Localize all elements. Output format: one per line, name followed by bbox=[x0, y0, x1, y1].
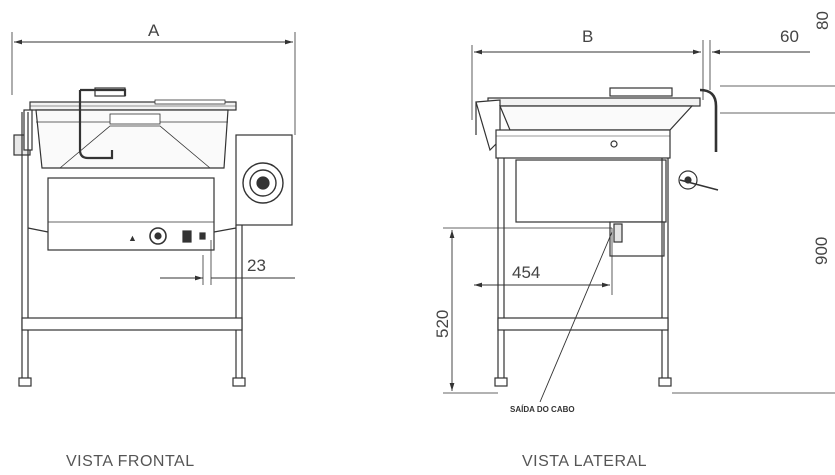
side-view bbox=[443, 40, 835, 403]
dim-label-520: 520 bbox=[433, 310, 452, 338]
dim-label-a: A bbox=[148, 21, 160, 40]
dim-label-454: 454 bbox=[512, 263, 540, 282]
dim-label-80: 80 bbox=[813, 11, 832, 30]
dim-label-b: B bbox=[582, 27, 593, 46]
dim-label-23: 23 bbox=[247, 256, 266, 275]
svg-text:▲: ▲ bbox=[128, 233, 137, 243]
front-view: ▲ bbox=[11, 32, 296, 387]
dim-label-60: 60 bbox=[780, 27, 799, 46]
dim-label-900: 900 bbox=[812, 237, 831, 265]
front-view-caption: VISTA FRONTAL bbox=[66, 453, 195, 470]
cable-exit-label: SAÍDA DO CABO bbox=[510, 405, 575, 414]
side-view-caption: VISTA LATERAL bbox=[522, 453, 648, 470]
